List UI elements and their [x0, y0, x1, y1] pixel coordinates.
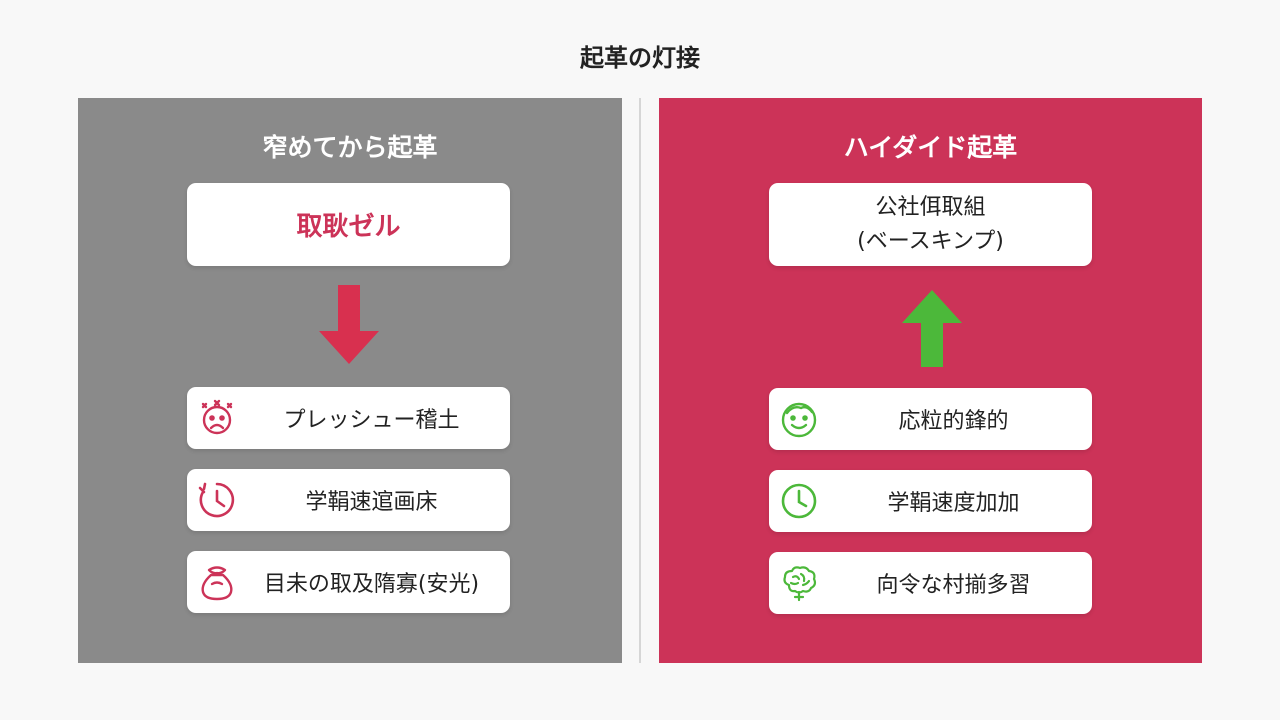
up-arrow-icon [902, 290, 962, 367]
item-label: 応粒的鋒的 [898, 409, 1009, 434]
list-item: 向令な村揃多習 [769, 552, 1092, 614]
right-panel: ハイダイド起革 公社佴取組 (ベースキンプ) 応粒的鋒的 学鞙速度加加 [659, 98, 1202, 663]
left-panel-heading: 窄めてから起革 [262, 133, 438, 162]
down-arrow-icon [319, 285, 379, 364]
item-label: 目未の取及隋寡(安光) [263, 572, 480, 597]
list-item: 学鞙速逭画床 [187, 469, 510, 531]
right-top-card-line-2: (ベースキンプ) [857, 228, 1004, 254]
left-top-card-label: 取耿ゼル [296, 212, 401, 242]
item-label: 学鞙速逭画床 [305, 490, 438, 515]
item-label: 向令な村揃多習 [876, 573, 1031, 598]
clock-icon [198, 482, 235, 518]
panel-divider [639, 98, 641, 663]
item-label: 学鞙速度加加 [887, 491, 1020, 516]
right-top-card: 公社佴取組 (ベースキンプ) [769, 183, 1092, 266]
smiley-face-icon [781, 402, 817, 438]
left-top-card: 取耿ゼル [187, 183, 510, 266]
item-label: プレッシュー稽土 [283, 408, 460, 433]
list-item: 応粒的鋒的 [769, 388, 1092, 450]
list-item: プレッシュー稽土 [187, 387, 510, 449]
list-item: 学鞙速度加加 [769, 470, 1092, 532]
money-bag-icon [201, 566, 233, 601]
clock-icon [781, 483, 817, 519]
diagram-title: 起革の灯接 [580, 44, 700, 72]
left-panel: 窄めてから起革 取耿ゼル プレッシュー稽土 学鞙速逭画床 目未の取及隋寡(安光) [78, 98, 622, 663]
list-item: 目未の取及隋寡(安光) [187, 551, 510, 613]
stressed-face-icon [201, 399, 233, 435]
right-top-card-line-1: 公社佴取組 [875, 194, 986, 220]
brain-icon [783, 566, 817, 602]
right-panel-heading: ハイダイド起革 [843, 133, 1018, 162]
